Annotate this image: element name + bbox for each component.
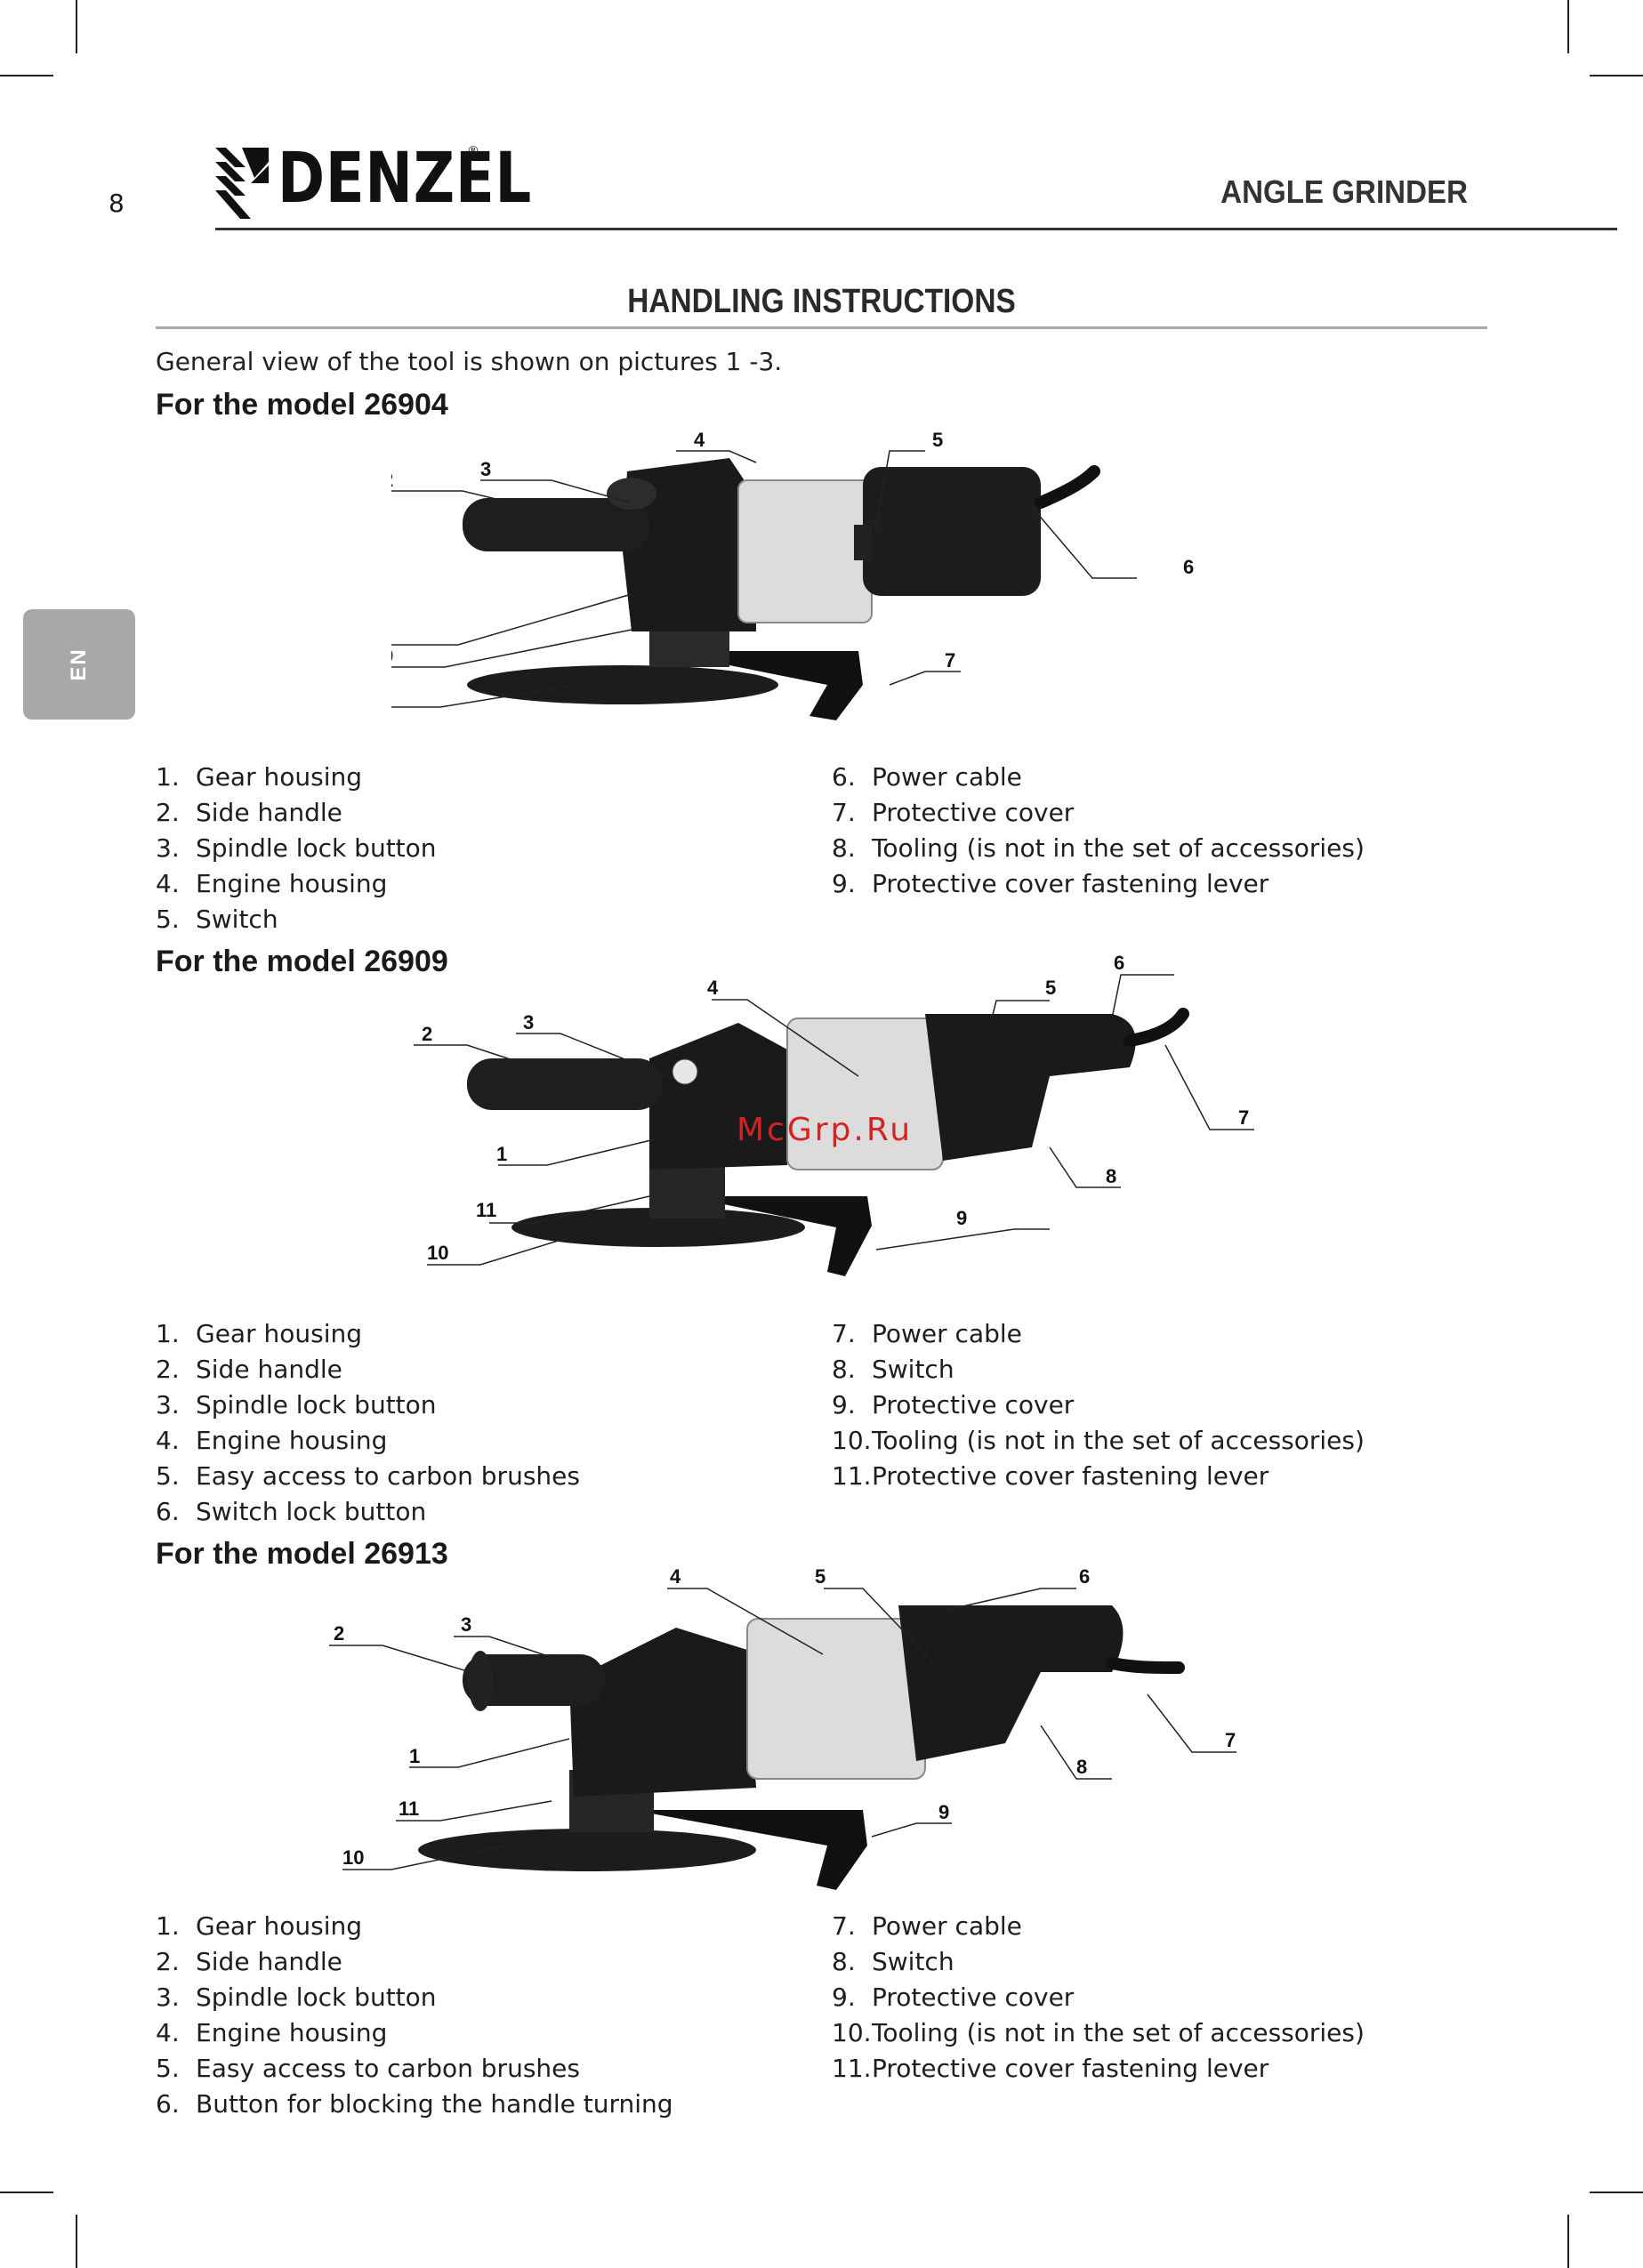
list-item: 7.Power cable [832, 1319, 1022, 1348]
grinder-illustration [463, 458, 1100, 720]
list-item: 3.Spindle lock button [156, 833, 437, 863]
list-item: 8.Switch [832, 1355, 954, 1384]
intro-text: General view of the tool is shown on pic… [156, 347, 783, 376]
grinder-illustration [467, 1008, 1189, 1276]
list-item: 11.Protective cover fastening lever [832, 2054, 1269, 2083]
list-item: 7.Power cable [832, 1911, 1022, 1941]
parts-list-right: 7.Power cable 8.Switch 9.Protective cove… [832, 1909, 1365, 2087]
callout-4: 4 [694, 429, 705, 451]
callout-9: 9 [938, 1801, 949, 1823]
model-title: For the model 26909 [156, 945, 448, 978]
callout-7: 7 [1238, 1106, 1249, 1129]
header-title: ANGLE GRINDER [1220, 173, 1468, 210]
callout-6: 6 [1114, 952, 1124, 974]
logo-wordmark: DENZEL [278, 139, 533, 219]
callout-3: 3 [523, 1011, 534, 1033]
list-item: 2.Side handle [156, 1355, 342, 1384]
callout-11: 11 [399, 1798, 419, 1820]
callout-2: 2 [422, 1023, 432, 1045]
callout-8: 8 [1076, 1756, 1087, 1778]
callout-5: 5 [815, 1565, 826, 1588]
parts-list-right: 7.Power cable 8.Switch 9.Protective cove… [832, 1316, 1365, 1494]
callout-4: 4 [707, 977, 719, 999]
model-title: For the model 26904 [156, 388, 448, 422]
list-item: 6.Power cable [832, 762, 1022, 792]
list-item: 3.Spindle lock button [156, 1390, 437, 1420]
list-item: 5.Switch [156, 905, 278, 934]
list-item: 1.Gear housing [156, 1911, 363, 1941]
callout-5: 5 [1045, 977, 1056, 999]
callout-10: 10 [342, 1846, 364, 1869]
header-divider [215, 228, 1617, 230]
callout-3: 3 [461, 1613, 471, 1636]
list-item: 4.Engine housing [156, 1426, 388, 1455]
crop-mark [1567, 0, 1569, 53]
grinder-illustration [418, 1605, 1185, 1890]
list-item: 8.Switch [832, 1947, 954, 1976]
list-item: 11.Protective cover fastening lever [832, 1461, 1269, 1491]
brand-logo: DENZEL ® [215, 142, 531, 224]
denzel-emblem-icon [215, 148, 269, 219]
list-item: 1.Gear housing [156, 1319, 363, 1348]
list-item: 6.Button for blocking the handle turning [156, 2089, 673, 2119]
list-item: 10.Tooling (is not in the set of accesso… [832, 1426, 1365, 1455]
parts-list-right: 6.Power cable 7.Protective cover 8.Tooli… [832, 760, 1365, 902]
list-item: 9.Protective cover [832, 1982, 1075, 2012]
callout-11: 11 [476, 1199, 496, 1221]
callout-5: 5 [932, 429, 943, 451]
callout-3: 3 [480, 458, 491, 480]
crop-mark [1590, 75, 1643, 76]
grinder-diagram-26904: 1 2 3 4 5 6 7 8 9 [391, 429, 1194, 720]
watermark: McGrp.Ru [737, 1112, 914, 1148]
grinder-diagram-26913: 1 2 3 4 5 6 7 8 9 10 11 [329, 1565, 1236, 1890]
crop-mark [1590, 2192, 1643, 2193]
callout-2: 2 [334, 1622, 344, 1645]
callout-1: 1 [409, 1745, 420, 1767]
callout-10: 10 [427, 1242, 448, 1264]
callout-2: 2 [391, 469, 393, 491]
callout-6: 6 [1183, 556, 1194, 578]
list-item: 4.Engine housing [156, 869, 388, 898]
list-item: 3.Spindle lock button [156, 1982, 437, 2012]
model-title: For the model 26913 [156, 1537, 448, 1571]
parts-list-left: 1.Gear housing 2.Side handle 3.Spindle l… [156, 1909, 673, 2122]
crop-mark [76, 2215, 77, 2268]
list-item: 5.Easy access to carbon brushes [156, 2054, 580, 2083]
callout-7: 7 [945, 649, 955, 672]
list-item: 4.Engine housing [156, 2018, 388, 2047]
crop-mark [76, 0, 77, 53]
list-item: 10.Tooling (is not in the set of accesso… [832, 2018, 1365, 2047]
list-item: 2.Side handle [156, 798, 342, 827]
page-number: 8 [109, 189, 125, 218]
section-divider [156, 326, 1487, 329]
list-item: 7.Protective cover [832, 798, 1075, 827]
list-item: 1.Gear housing [156, 762, 363, 792]
list-item: 6.Switch lock button [156, 1497, 427, 1526]
crop-mark [0, 75, 53, 76]
section-title: HANDLING INSTRUCTIONS [627, 283, 1016, 320]
crop-mark [0, 2192, 53, 2193]
list-item: 8.Tooling (is not in the set of accessor… [832, 833, 1365, 863]
callout-6: 6 [1079, 1565, 1090, 1588]
callout-7: 7 [1225, 1729, 1236, 1751]
callout-4: 4 [670, 1565, 681, 1588]
parts-list-left: 1.Gear housing 2.Side handle 3.Spindle l… [156, 1316, 580, 1530]
list-item: 9.Protective cover fastening lever [832, 869, 1269, 898]
parts-list-left: 1.Gear housing 2.Side handle 3.Spindle l… [156, 760, 437, 937]
crop-mark [1567, 2215, 1569, 2268]
callout-1: 1 [496, 1143, 507, 1165]
language-tab-label: EN [67, 647, 91, 681]
language-tab[interactable]: EN [23, 609, 135, 720]
callout-9: 9 [391, 645, 393, 667]
callout-9: 9 [956, 1207, 967, 1229]
registered-mark: ® [467, 144, 479, 158]
list-item: 2.Side handle [156, 1947, 342, 1976]
list-item: 5.Easy access to carbon brushes [156, 1461, 580, 1491]
grinder-diagram-26909: 1 2 3 4 5 6 7 8 9 10 11 [414, 952, 1254, 1276]
callout-8: 8 [1106, 1165, 1116, 1187]
list-item: 9.Protective cover [832, 1390, 1075, 1420]
